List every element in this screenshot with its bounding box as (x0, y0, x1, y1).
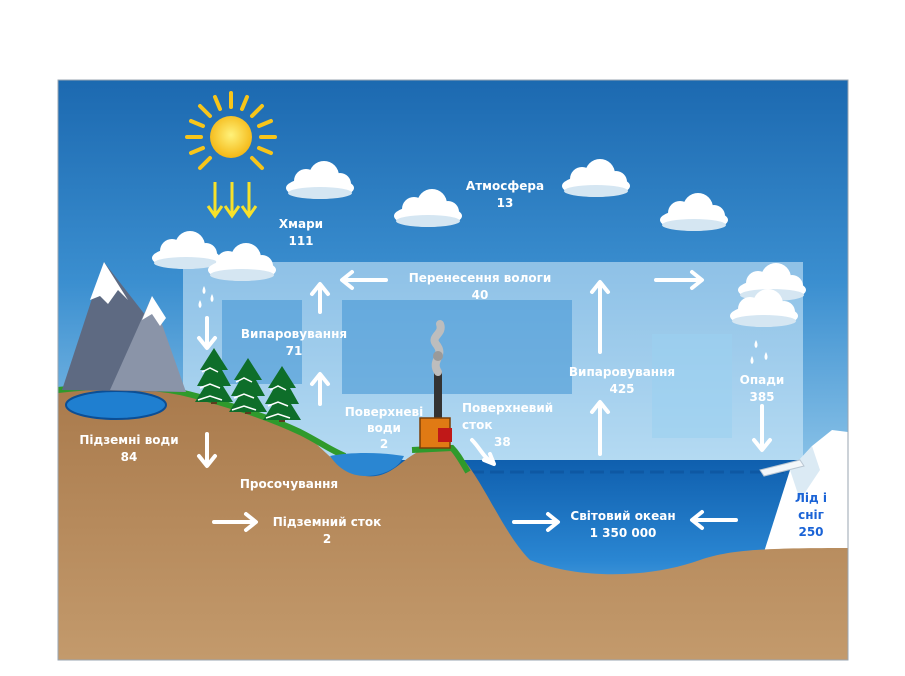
rain-icon (198, 286, 768, 364)
sunlight-arrow-icon (206, 182, 258, 219)
precipitation-name: Опади (739, 373, 785, 387)
label-surface-runoff: Поверхневий сток 38 (462, 400, 566, 451)
world-ocean-value: 1 350 000 (589, 526, 657, 540)
atmosphere-name: Атмосфера (465, 179, 545, 193)
groundwater-value: 84 (120, 450, 138, 464)
infiltration-name: Просочування (239, 477, 339, 491)
ice-snow-line1: Лід і (794, 491, 828, 505)
evaporation-land-value: 71 (285, 344, 303, 358)
factory-icon (419, 320, 452, 449)
evaporation-ocean-value: 425 (609, 382, 635, 396)
surface-waters-value: 2 (379, 437, 389, 451)
clouds-value: 111 (288, 234, 314, 248)
evaporation-land-name: Випаровування (240, 327, 348, 341)
surface-runoff-line2-wrap: сток (462, 417, 566, 434)
underground-runoff-value: 2 (322, 532, 332, 546)
inner-panel-left (222, 300, 302, 384)
groundwater-name: Підземні води (79, 433, 179, 447)
precipitation-value: 385 (749, 390, 775, 404)
surface-runoff-value: 38 (494, 435, 511, 449)
surface-runoff-line2: сток (462, 418, 493, 432)
label-world-ocean: Світовий океан 1 350 000 (560, 508, 686, 542)
ground (58, 385, 848, 660)
evaporation-ocean-name: Випаровування (568, 365, 676, 379)
label-groundwater: Підземні води 84 (70, 432, 188, 466)
label-evaporation-ocean: Випаровування 425 (560, 364, 684, 398)
label-moisture-transfer: Перенесення вологи 40 (392, 270, 568, 304)
surface-water-pond (330, 453, 404, 476)
groundwater-lake (65, 390, 167, 420)
label-atmosphere: Атмосфера 13 (450, 178, 560, 212)
surface-runoff-line1: Поверхневий (462, 401, 554, 415)
world-ocean-name: Світовий океан (570, 509, 676, 523)
inner-panel-center (342, 300, 572, 394)
ice-snow-line2: сніг (798, 508, 824, 522)
atmosphere-value: 13 (496, 196, 514, 210)
inner-panel-right (652, 334, 732, 438)
moisture-transfer-name: Перенесення вологи (408, 271, 552, 285)
clouds-name: Хмари (278, 217, 324, 231)
arrow-icon (197, 270, 772, 532)
label-underground-runoff: Підземний сток 2 (262, 514, 392, 548)
label-clouds: Хмари 111 (266, 216, 336, 250)
underground-runoff-name: Підземний сток (272, 515, 382, 529)
surface-waters-line1: Поверхневі (344, 405, 424, 419)
label-ice-snow: Лід і сніг 250 (788, 490, 834, 541)
moisture-transfer-value: 40 (471, 288, 489, 302)
ice-snow-value: 250 (798, 525, 824, 539)
label-infiltration: Просочування (232, 476, 346, 493)
surface-waters-line2: води (367, 421, 401, 435)
mountain-icon (62, 262, 186, 392)
label-evaporation-land: Випаровування 71 (234, 326, 354, 360)
label-precipitation: Опади 385 (730, 372, 794, 406)
ice-floe (759, 459, 805, 477)
sun-icon (185, 91, 277, 170)
label-surface-waters: Поверхневі води 2 (336, 404, 432, 452)
